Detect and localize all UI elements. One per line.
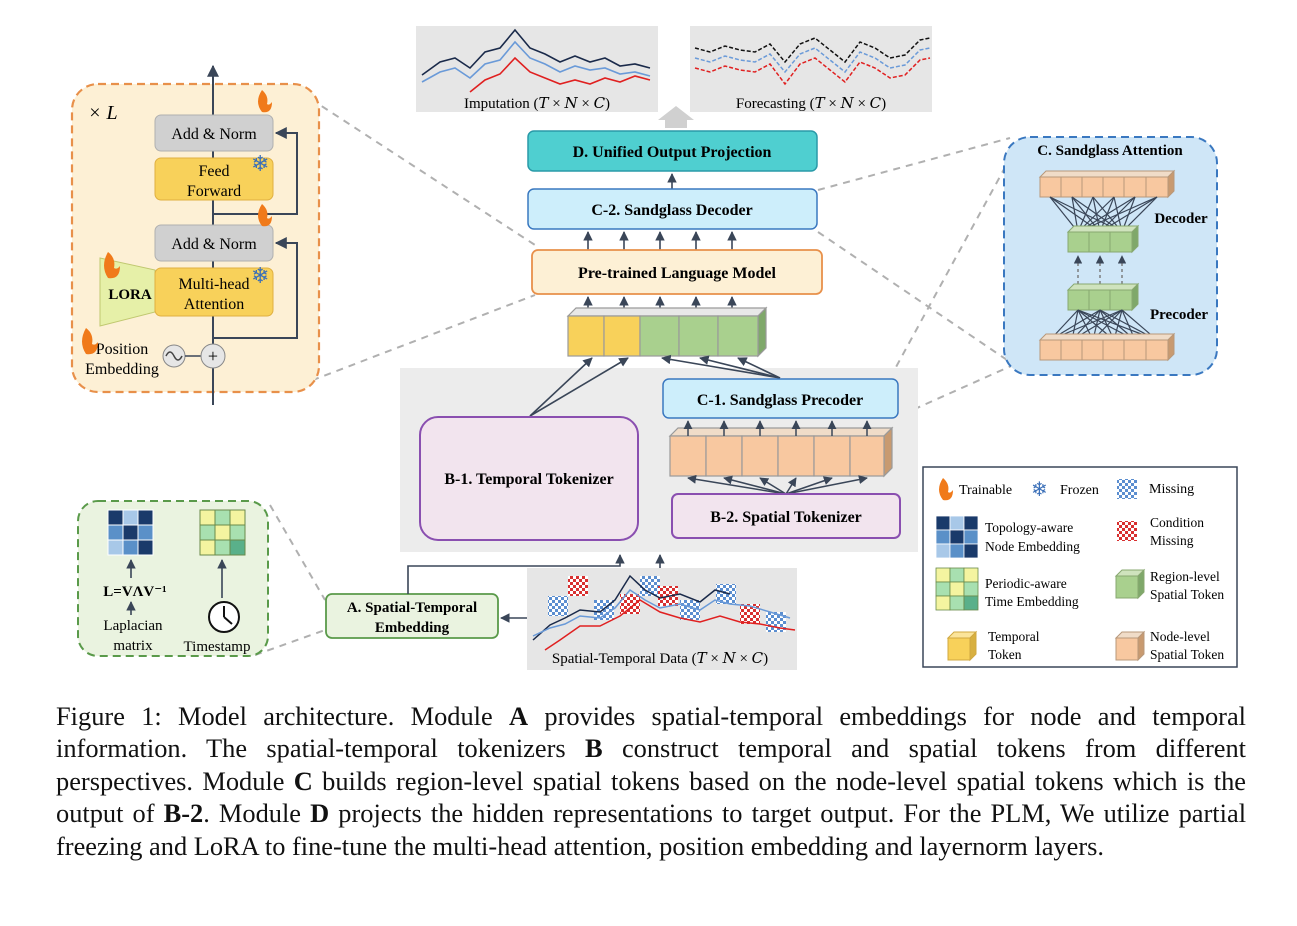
imputation-output: Imputation (𝑇 × 𝑁 × 𝐶) bbox=[416, 26, 658, 112]
sandglass-attention-panel: C. Sandglass Attention Decoder bbox=[1003, 136, 1218, 376]
svg-text:Frozen: Frozen bbox=[1060, 483, 1099, 498]
node-token-icon bbox=[1114, 630, 1146, 662]
svg-text:❄: ❄ bbox=[251, 151, 269, 176]
token-row bbox=[566, 306, 768, 358]
svg-text:Position: Position bbox=[96, 341, 148, 358]
trainable-flame-icon bbox=[82, 90, 272, 355]
svg-text:Temporal: Temporal bbox=[988, 629, 1040, 644]
node-token-row bbox=[668, 426, 894, 478]
svg-text:Spatial Token: Spatial Token bbox=[1150, 647, 1224, 662]
svg-text:Multi-head: Multi-head bbox=[178, 276, 249, 293]
node-token bbox=[705, 435, 743, 477]
forecasting-label: Forecasting (𝑇 × 𝑁 × 𝐶) bbox=[736, 96, 886, 112]
trainable-flame-icon bbox=[939, 478, 953, 501]
svg-text:Attention: Attention bbox=[184, 296, 244, 313]
svg-text:Forward: Forward bbox=[187, 183, 241, 200]
svg-text:Topology-aware: Topology-aware bbox=[985, 520, 1073, 535]
feed-forward-box bbox=[154, 157, 274, 201]
svg-text:matrix: matrix bbox=[113, 638, 153, 654]
imputation-label: Imputation (𝑇 × 𝑁 × 𝐶) bbox=[464, 96, 610, 112]
region-token bbox=[678, 315, 719, 357]
svg-text:Pre-trained Language Model: Pre-trained Language Model bbox=[578, 265, 776, 282]
temporal-token bbox=[603, 315, 641, 357]
unified-output-projection bbox=[527, 130, 818, 172]
node-token bbox=[849, 435, 885, 477]
region-token bbox=[717, 315, 759, 357]
zoom-connectors bbox=[254, 91, 1021, 656]
svg-text:A. Spatial-Temporal: A. Spatial-Temporal bbox=[347, 600, 477, 616]
region-token bbox=[639, 315, 680, 357]
multi-head-attention-box bbox=[154, 267, 274, 317]
svg-text:C-2. Sandglass Decoder: C-2. Sandglass Decoder bbox=[591, 202, 752, 219]
embedding-detail-panel: L=VΛV⁻¹ Laplacian matrix Timestamp bbox=[77, 500, 269, 657]
node-token bbox=[813, 435, 851, 477]
svg-text:❄: ❄ bbox=[251, 263, 269, 288]
transformer-block-panel: × L Add & Norm Feed Forward Add & Norm L… bbox=[70, 64, 321, 405]
add-norm-bottom-label: Add & Norm bbox=[171, 236, 257, 253]
svg-text:Missing: Missing bbox=[1149, 482, 1194, 497]
frozen-snowflake-icon: ❄ bbox=[1031, 479, 1048, 501]
svg-text:Precoder: Precoder bbox=[1150, 307, 1208, 323]
svg-text:Missing: Missing bbox=[1150, 533, 1194, 548]
svg-text:Node Embedding: Node Embedding bbox=[985, 539, 1080, 554]
svg-text:B-1. Temporal Tokenizer: B-1. Temporal Tokenizer bbox=[444, 471, 613, 488]
svg-text:Trainable: Trainable bbox=[959, 483, 1012, 498]
svg-text:Periodic-aware: Periodic-aware bbox=[985, 576, 1067, 591]
figure-caption: Figure 1: Model architecture. Module A p… bbox=[56, 701, 1247, 861]
svg-text:Region-level: Region-level bbox=[1150, 569, 1220, 584]
periodic-matrix-icon bbox=[199, 509, 246, 556]
add-norm-top-label: Add & Norm bbox=[171, 126, 257, 143]
svg-text:C-1. Sandglass Precoder: C-1. Sandglass Precoder bbox=[697, 392, 863, 409]
output-arrow bbox=[658, 106, 694, 128]
missing-icon bbox=[1117, 479, 1137, 499]
condition-missing-icon bbox=[1117, 521, 1137, 541]
svg-text:Timestamp: Timestamp bbox=[184, 639, 251, 655]
svg-text:L=VΛV⁻¹: L=VΛV⁻¹ bbox=[103, 584, 166, 600]
svg-text:Token: Token bbox=[988, 647, 1022, 662]
add-norm-bottom bbox=[154, 224, 274, 262]
sandglass-precoder bbox=[662, 378, 899, 419]
svg-text:Condition: Condition bbox=[1150, 515, 1204, 530]
architecture-diagram: × L Add & Norm Feed Forward Add & Norm L… bbox=[70, 26, 1238, 670]
svg-text:+: + bbox=[208, 346, 218, 366]
svg-text:Spatial Token: Spatial Token bbox=[1150, 587, 1224, 602]
periodic-embedding-icon bbox=[935, 567, 979, 611]
st-data-label: Spatial-Temporal Data (𝑇 × 𝑁 × 𝐶) bbox=[552, 651, 768, 667]
temporal-tokenizer bbox=[419, 416, 639, 541]
spatial-temporal-data-panel: Spatial-Temporal Data (𝑇 × 𝑁 × 𝐶) bbox=[527, 568, 797, 670]
topology-embedding-icon bbox=[935, 515, 979, 559]
pretrained-language-model bbox=[531, 249, 823, 295]
lora-label: LORA bbox=[108, 287, 152, 303]
spatial-tokenizer bbox=[671, 493, 901, 539]
svg-text:D. Unified Output Projection: D. Unified Output Projection bbox=[573, 144, 772, 161]
temporal-token bbox=[567, 315, 605, 357]
topology-matrix-icon bbox=[107, 509, 154, 556]
spatial-temporal-embedding bbox=[325, 593, 499, 639]
add-operator-icon bbox=[200, 343, 226, 369]
legend: Trainable ❄ Frozen Missing Topology-awar… bbox=[922, 466, 1238, 668]
frozen-snowflake-icon: ❄ ❄ bbox=[251, 151, 269, 288]
svg-text:Node-level: Node-level bbox=[1150, 629, 1210, 644]
node-token bbox=[777, 435, 815, 477]
svg-text:B-2. Spatial Tokenizer: B-2. Spatial Tokenizer bbox=[710, 509, 862, 526]
clock-icon bbox=[208, 601, 240, 633]
svg-text:C. Sandglass Attention: C. Sandglass Attention bbox=[1037, 143, 1183, 159]
node-token bbox=[669, 435, 707, 477]
add-norm-top bbox=[154, 114, 274, 152]
repeat-label: × L bbox=[88, 102, 118, 124]
temporal-token-icon bbox=[946, 630, 978, 662]
region-token-icon bbox=[1114, 568, 1146, 600]
svg-text:Feed: Feed bbox=[198, 163, 229, 180]
sandglass-decoder bbox=[527, 188, 818, 230]
node-token bbox=[741, 435, 779, 477]
svg-text:Laplacian: Laplacian bbox=[103, 618, 163, 634]
forecasting-output: Forecasting (𝑇 × 𝑁 × 𝐶) bbox=[690, 26, 932, 112]
svg-text:Embedding: Embedding bbox=[85, 361, 159, 378]
svg-text:Embedding: Embedding bbox=[375, 620, 450, 636]
svg-text:Decoder: Decoder bbox=[1154, 211, 1208, 227]
svg-text:Time Embedding: Time Embedding bbox=[985, 594, 1079, 609]
